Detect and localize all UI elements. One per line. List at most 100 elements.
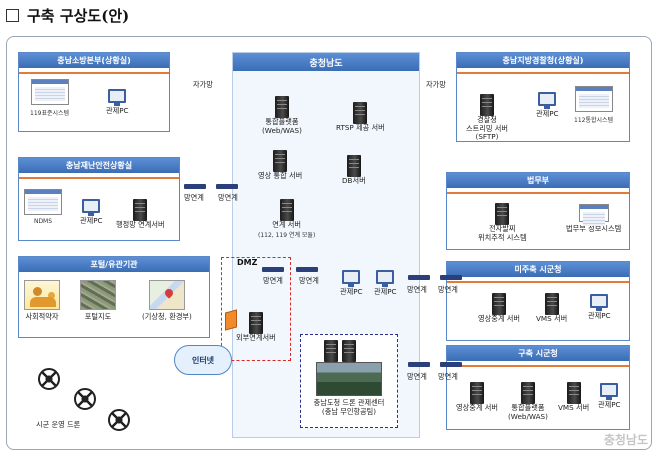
fire-pc-node: 관제PC xyxy=(106,89,129,116)
link-label: 망연계 xyxy=(218,193,238,202)
panel-portal-title: 포털/유관기관 xyxy=(19,257,209,272)
network-gateway-icon xyxy=(296,267,318,272)
self-net-label-left: 자가망 xyxy=(193,80,213,89)
social-vulnerable-node: 사회적약자 xyxy=(24,280,60,322)
link-label: 망연계 xyxy=(184,193,204,202)
misan-pc-node: 관제PC xyxy=(588,294,611,321)
electronic-tracking-node: 전자발찌 위치추적 시스템 xyxy=(478,203,527,242)
link-label: 망연계 xyxy=(299,276,319,285)
drone-icon xyxy=(74,388,96,410)
server-icon xyxy=(279,199,294,221)
link-label: 망연계 xyxy=(438,372,458,381)
link-label: 망연계 xyxy=(407,285,427,294)
network-gateway-icon xyxy=(262,267,284,272)
server-icon xyxy=(469,382,484,404)
panel-disaster-title: 충남재난안전상황실 xyxy=(19,158,179,173)
server-icon xyxy=(273,150,288,172)
server-icon xyxy=(566,382,581,404)
satellite-map-icon xyxy=(80,280,116,310)
justice-info-node: 법무부 정보시스템 xyxy=(566,204,621,234)
server-icon xyxy=(520,382,535,404)
screen-icon xyxy=(24,189,62,215)
gunsi-pc-node: 관제PC xyxy=(598,383,621,410)
db-server-node: DB서버 xyxy=(342,155,366,186)
link-server-node: 연계 서버 (112, 119 연계 모듈) xyxy=(258,199,315,239)
panel-misan-title: 미주축 시군청 xyxy=(447,262,629,277)
screen-icon xyxy=(30,79,69,105)
server-icon xyxy=(342,340,356,362)
weather-node: (기상청, 환경부) xyxy=(142,280,192,322)
police-112-node: 112통합시스템 xyxy=(574,86,613,124)
panel-justice-title: 법무부 xyxy=(447,173,629,188)
network-gateway-icon xyxy=(440,275,462,280)
portal-map-node: 포털지도 xyxy=(80,280,116,322)
square-bullet-icon xyxy=(6,8,19,22)
network-gateway-icon xyxy=(408,362,430,367)
pc-icon xyxy=(82,199,101,216)
panel-gunsi-title: 구축 시군청 xyxy=(447,346,629,361)
dmz-label: DMZ xyxy=(237,258,258,267)
dmz-zone xyxy=(221,257,291,361)
orange-bar xyxy=(447,365,629,367)
pc-icon xyxy=(600,383,619,400)
server-icon xyxy=(479,94,494,116)
center-pc-1-node: 관제PC xyxy=(340,270,363,297)
server-icon xyxy=(491,293,506,315)
drone-icon xyxy=(38,368,60,390)
pc-icon xyxy=(376,270,395,287)
center-pc-2-node: 관제PC xyxy=(374,270,397,297)
panel-fire-title: 충남소방본부(상황실) xyxy=(19,53,169,68)
fire-system-node: 119표준시스템 xyxy=(30,79,69,117)
server-icon xyxy=(248,312,263,334)
people-icon xyxy=(24,280,60,310)
server-icon xyxy=(544,293,559,315)
self-net-label-right: 자가망 xyxy=(426,80,446,89)
misan-vms-node: VMS 서버 xyxy=(536,293,567,324)
server-icon xyxy=(274,96,289,118)
link-label: 망연계 xyxy=(263,276,283,285)
network-gateway-icon xyxy=(440,362,462,367)
panel-fire-hq: 충남소방본부(상황실) xyxy=(18,52,170,132)
disaster-server-node: 행정망 연계서버 xyxy=(116,199,165,230)
police-pc-node: 관제PC xyxy=(536,92,559,119)
pc-icon xyxy=(342,270,361,287)
misan-relay-node: 영상중계 서버 xyxy=(478,293,520,324)
ndms-node: NDMS xyxy=(24,189,62,225)
server-icon xyxy=(353,102,368,124)
gunsi-platform-node: 통합플랫폼 (Web/WAS) xyxy=(508,382,548,421)
video-server-node: 영상 통합 서버 xyxy=(258,150,302,181)
drone-video-screen xyxy=(316,362,382,396)
screen-icon xyxy=(574,86,613,112)
link-label: 망연계 xyxy=(438,285,458,294)
page-title: 구축 구상도(안) xyxy=(6,4,129,26)
orange-bar xyxy=(447,281,629,283)
gunsi-vms-node: VMS 서버 xyxy=(558,382,589,413)
orange-bar xyxy=(19,177,179,179)
orange-bar xyxy=(19,72,169,74)
orange-bar xyxy=(447,192,629,194)
center-title: 충청남도 xyxy=(233,53,419,71)
police-stream-node: 경찰청 스트리밍 서버 (SFTP) xyxy=(466,94,508,142)
pc-icon xyxy=(590,294,609,311)
orange-bar xyxy=(457,72,629,74)
server-icon xyxy=(133,199,148,221)
server-icon xyxy=(346,155,361,177)
internet-cloud: 인터넷 xyxy=(174,345,232,375)
link-label: 망연계 xyxy=(407,372,427,381)
drones-label: 시군 운영 드론 xyxy=(36,420,81,429)
panel-police-title: 충남지방경찰청(상황실) xyxy=(457,53,629,68)
disaster-pc-node: 관제PC xyxy=(80,199,103,226)
server-icon xyxy=(495,203,510,225)
external-server-node: 외부연계서버 xyxy=(236,312,276,343)
rtsp-node: RTSP 제공 서버 xyxy=(336,102,385,133)
watermark: 충청남도 xyxy=(603,433,648,447)
map-pin-icon xyxy=(148,280,185,310)
network-gateway-icon xyxy=(184,184,206,189)
pc-icon xyxy=(538,92,557,109)
pc-icon xyxy=(108,89,127,106)
server-icon xyxy=(324,340,338,362)
platform-node: 통합플랫폼 (Web/WAS) xyxy=(262,96,302,135)
drone-icon xyxy=(108,409,130,431)
network-gateway-icon xyxy=(216,184,238,189)
network-gateway-icon xyxy=(408,275,430,280)
